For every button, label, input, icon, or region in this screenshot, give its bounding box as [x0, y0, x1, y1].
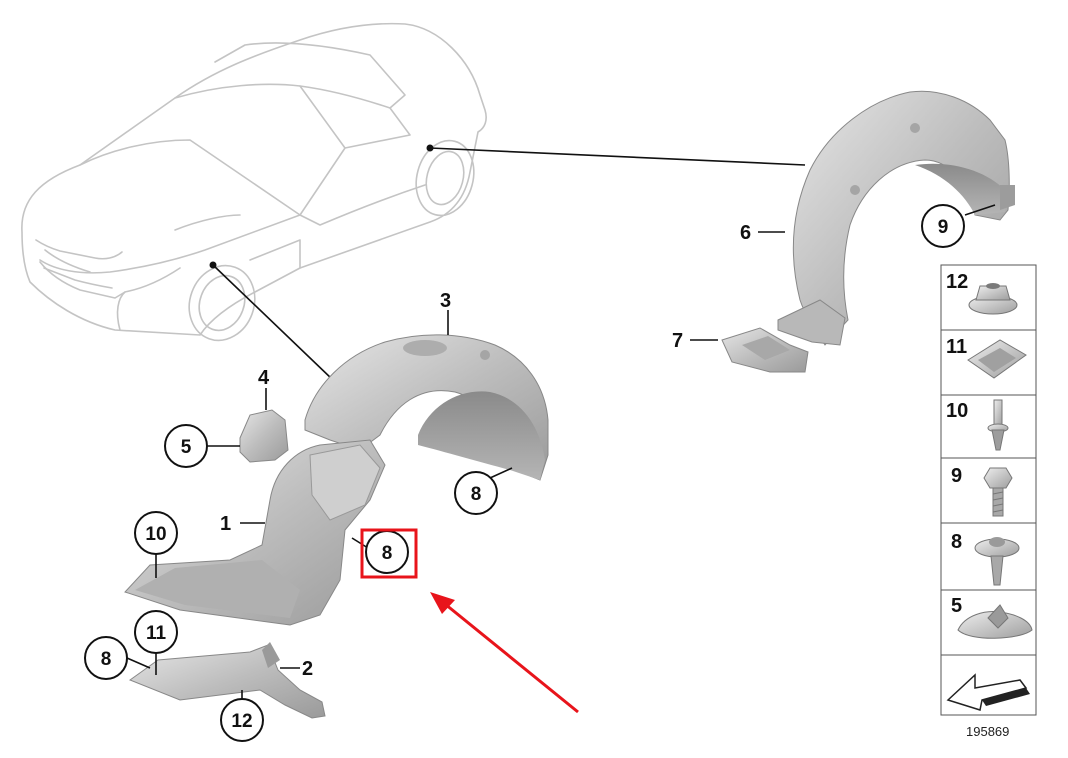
callout-4: 4: [258, 367, 270, 389]
callout-9: 9: [938, 217, 949, 238]
circled-callouts: 5 8 8 10 11 8 12 9: [84, 204, 996, 742]
legend-label-12: 12: [946, 271, 968, 293]
legend-label-10: 10: [946, 400, 968, 422]
car-leader-lines: [209, 144, 806, 381]
legend-label-8: 8: [951, 531, 962, 553]
legend-label-11: 11: [946, 336, 967, 358]
callout-circle-10: [134, 511, 178, 555]
callout-circle-11: [134, 610, 178, 654]
plain-callouts: 3 4 1 2 6 7: [220, 222, 785, 680]
expanding-rivet-icon: [987, 399, 1009, 451]
callout-1: 1: [220, 513, 231, 535]
callout-circle-8-bracket: [84, 636, 128, 680]
clip-part-4: [239, 409, 289, 463]
callout-10: 10: [145, 524, 166, 545]
spring-nut-icon: [967, 339, 1027, 379]
highlight-box: [360, 528, 418, 579]
legend-label-9: 9: [951, 465, 962, 487]
flange-nut-icon: [968, 283, 1018, 315]
callout-5: 5: [181, 437, 192, 458]
rear-leader-line: [429, 147, 806, 166]
front-lower-cover: [124, 439, 386, 626]
car-outline-drawing: [21, 22, 487, 342]
callout-6: 6: [740, 222, 751, 244]
callout-2: 2: [302, 658, 313, 680]
orientation-arrow-icon: [946, 673, 1030, 711]
callout-8-bracket: 8: [101, 649, 112, 670]
callout-circle-12: [220, 698, 264, 742]
hardware-legend: 12 11 10 9 8: [940, 264, 1037, 716]
callout-3: 3: [440, 290, 451, 312]
callout-11: 11: [146, 623, 167, 644]
bracket-part-7: [721, 327, 809, 373]
callout-circle-9: [921, 204, 965, 248]
callout-circle-8-arch: [454, 471, 498, 515]
plastic-clip-icon: [957, 604, 1033, 639]
reference-number: 195869: [966, 724, 1009, 739]
callout-12: 12: [231, 711, 252, 732]
bracket-part-2: [128, 642, 326, 719]
highlight-annotation: [360, 528, 579, 714]
legend-label-5: 5: [951, 595, 962, 617]
callout-8-highlighted: 8: [382, 543, 393, 564]
callout-circle-5: [164, 424, 208, 468]
red-arrow-shaft: [444, 602, 579, 714]
hex-bolt-icon: [983, 467, 1013, 517]
front-leader-line: [212, 264, 334, 381]
flange-screw-icon: [974, 537, 1020, 586]
callout-7: 7: [672, 330, 683, 352]
red-arrow-head: [430, 592, 455, 614]
callout-8-arch: 8: [471, 484, 482, 505]
rear-wheel-arch-cover: [777, 90, 1015, 346]
